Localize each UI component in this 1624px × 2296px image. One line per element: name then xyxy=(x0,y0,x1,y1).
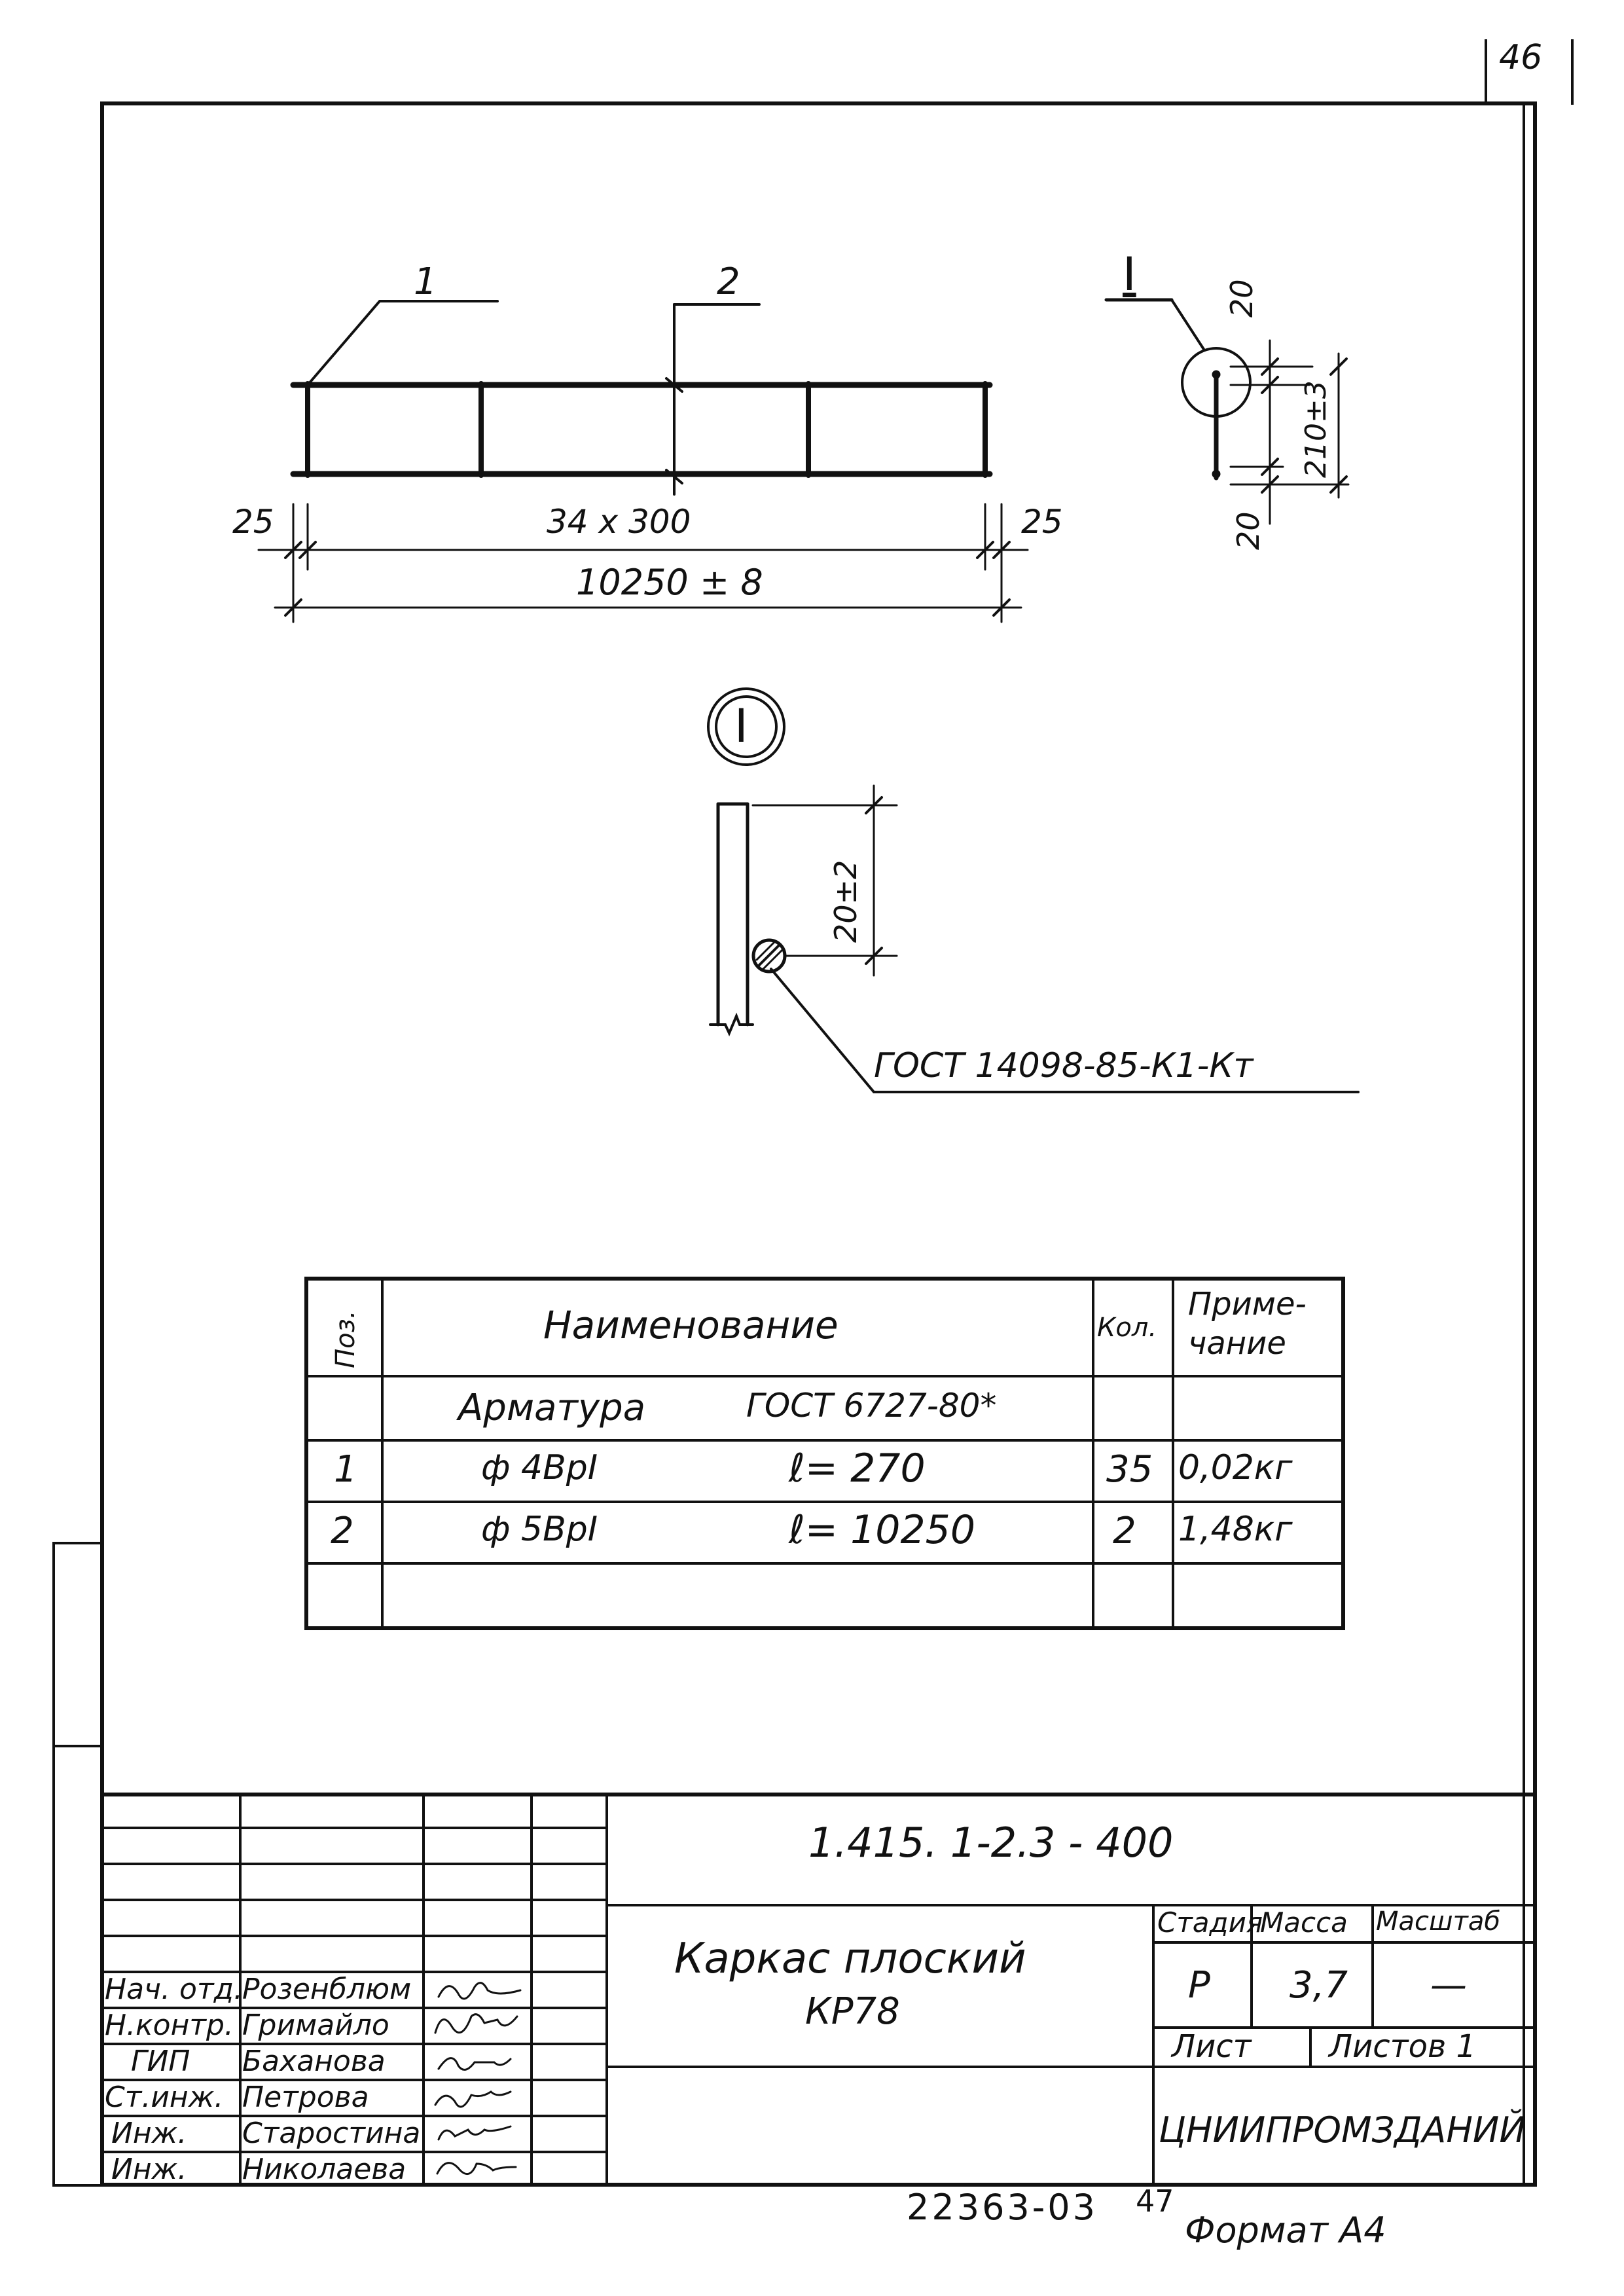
staff-role: Инж. xyxy=(111,2117,187,2150)
sheets-label: Листов 1 xyxy=(1329,2028,1477,2065)
spec-group-title: Арматура xyxy=(458,1387,646,1429)
leader-pos1 xyxy=(306,300,499,386)
staff-role: Н.контр. xyxy=(105,2009,234,2042)
margin-strip-top xyxy=(52,1542,102,1544)
drawing-title-line1: Каркас плоский xyxy=(674,1935,1026,1983)
staff-role: ГИП xyxy=(131,2045,190,2078)
spec-row-pos: 1 xyxy=(334,1448,357,1491)
staff-role: Инж. xyxy=(111,2153,187,2186)
dim-spacing: 34 x 300 xyxy=(547,503,691,541)
staff-name: Старостина xyxy=(242,2117,421,2150)
spec-row-note: 0,02кг xyxy=(1178,1448,1293,1487)
paper-format: Формат А4 xyxy=(1185,2210,1386,2251)
callout-pos1: 1 xyxy=(414,261,437,303)
spec-row-note: 1,48кг xyxy=(1178,1510,1293,1549)
mass-header: Масса xyxy=(1260,1906,1348,1939)
sheet-number-divider xyxy=(1485,39,1487,105)
spec-table-border xyxy=(304,1277,1345,1630)
organization: ЦНИИПРОМЗДАНИЙ xyxy=(1159,2109,1526,2151)
margin-strip-left xyxy=(52,1542,55,2187)
spec-header-name: Наименование xyxy=(543,1303,839,1347)
spec-row-length: ℓ= 10250 xyxy=(789,1507,975,1553)
spec-header-qty: Кол. xyxy=(1097,1313,1157,1343)
detail-marker-circle-outer xyxy=(707,687,785,766)
spec-group-standard: ГОСТ 6727-80* xyxy=(746,1387,997,1425)
dim-overall: 10250 ± 8 xyxy=(576,562,763,603)
weld-note: ГОСТ 14098-85-К1-Кт xyxy=(874,1046,1254,1085)
frame-right-inner-line xyxy=(1523,101,1525,2187)
signature xyxy=(437,1982,522,2000)
signature xyxy=(437,2125,512,2141)
stage-header: Стадия xyxy=(1157,1906,1263,1939)
detail-marker-circle-inner xyxy=(715,695,778,758)
staff-name: Розенблюм xyxy=(242,1973,412,2006)
staff-name: Баханова xyxy=(242,2045,386,2078)
stage-value: Р xyxy=(1188,1964,1210,2007)
spec-row-qty: 2 xyxy=(1113,1510,1136,1552)
spec-row-length: ℓ= 270 xyxy=(789,1446,926,1491)
inventory-number: 22363-03 xyxy=(907,2187,1098,2228)
weld-leader xyxy=(770,968,1360,1093)
section-marker: I xyxy=(1123,247,1136,301)
staff-name: Николаева xyxy=(242,2153,406,2186)
drawing-code: 1.415. 1-2.3 - 400 xyxy=(808,1819,1174,1867)
sheet-number: 46 xyxy=(1499,38,1543,77)
callout-pos2: 2 xyxy=(717,261,740,303)
spec-row-name: ф 5ВрI xyxy=(481,1510,598,1549)
sheet-number-right-border xyxy=(1571,39,1574,105)
spec-row-pos: 2 xyxy=(331,1510,354,1552)
drawing-title-line2: КР78 xyxy=(805,1990,900,2033)
scale-value: — xyxy=(1430,1964,1467,2007)
signature xyxy=(434,2090,512,2108)
signature xyxy=(436,2162,517,2176)
signature xyxy=(437,2057,512,2071)
spec-row-name: ф 4ВрI xyxy=(481,1448,598,1487)
signature xyxy=(434,2013,518,2034)
staff-name: Гримайло xyxy=(242,2009,389,2042)
drawing-frame xyxy=(100,101,1537,2187)
dim-right-end: 25 xyxy=(1021,503,1063,541)
spec-row-qty: 35 xyxy=(1106,1448,1153,1491)
scale-header: Масштаб xyxy=(1376,1906,1501,1937)
mass-value: 3,7 xyxy=(1290,1964,1348,2007)
detail-marker: I xyxy=(734,699,748,753)
sheet-label: Лист xyxy=(1172,2028,1252,2065)
staff-name: Петрова xyxy=(242,2081,369,2114)
margin-strip-mid xyxy=(52,1745,102,1747)
page-number: 47 xyxy=(1136,2183,1174,2219)
spec-header-note: Приме- чание xyxy=(1188,1286,1307,1362)
margin-strip-bottom xyxy=(52,2184,102,2187)
staff-role: Нач. отд. xyxy=(105,1973,243,2006)
dim-left-end: 25 xyxy=(232,503,274,541)
staff-role: Ст.инж. xyxy=(105,2081,224,2114)
